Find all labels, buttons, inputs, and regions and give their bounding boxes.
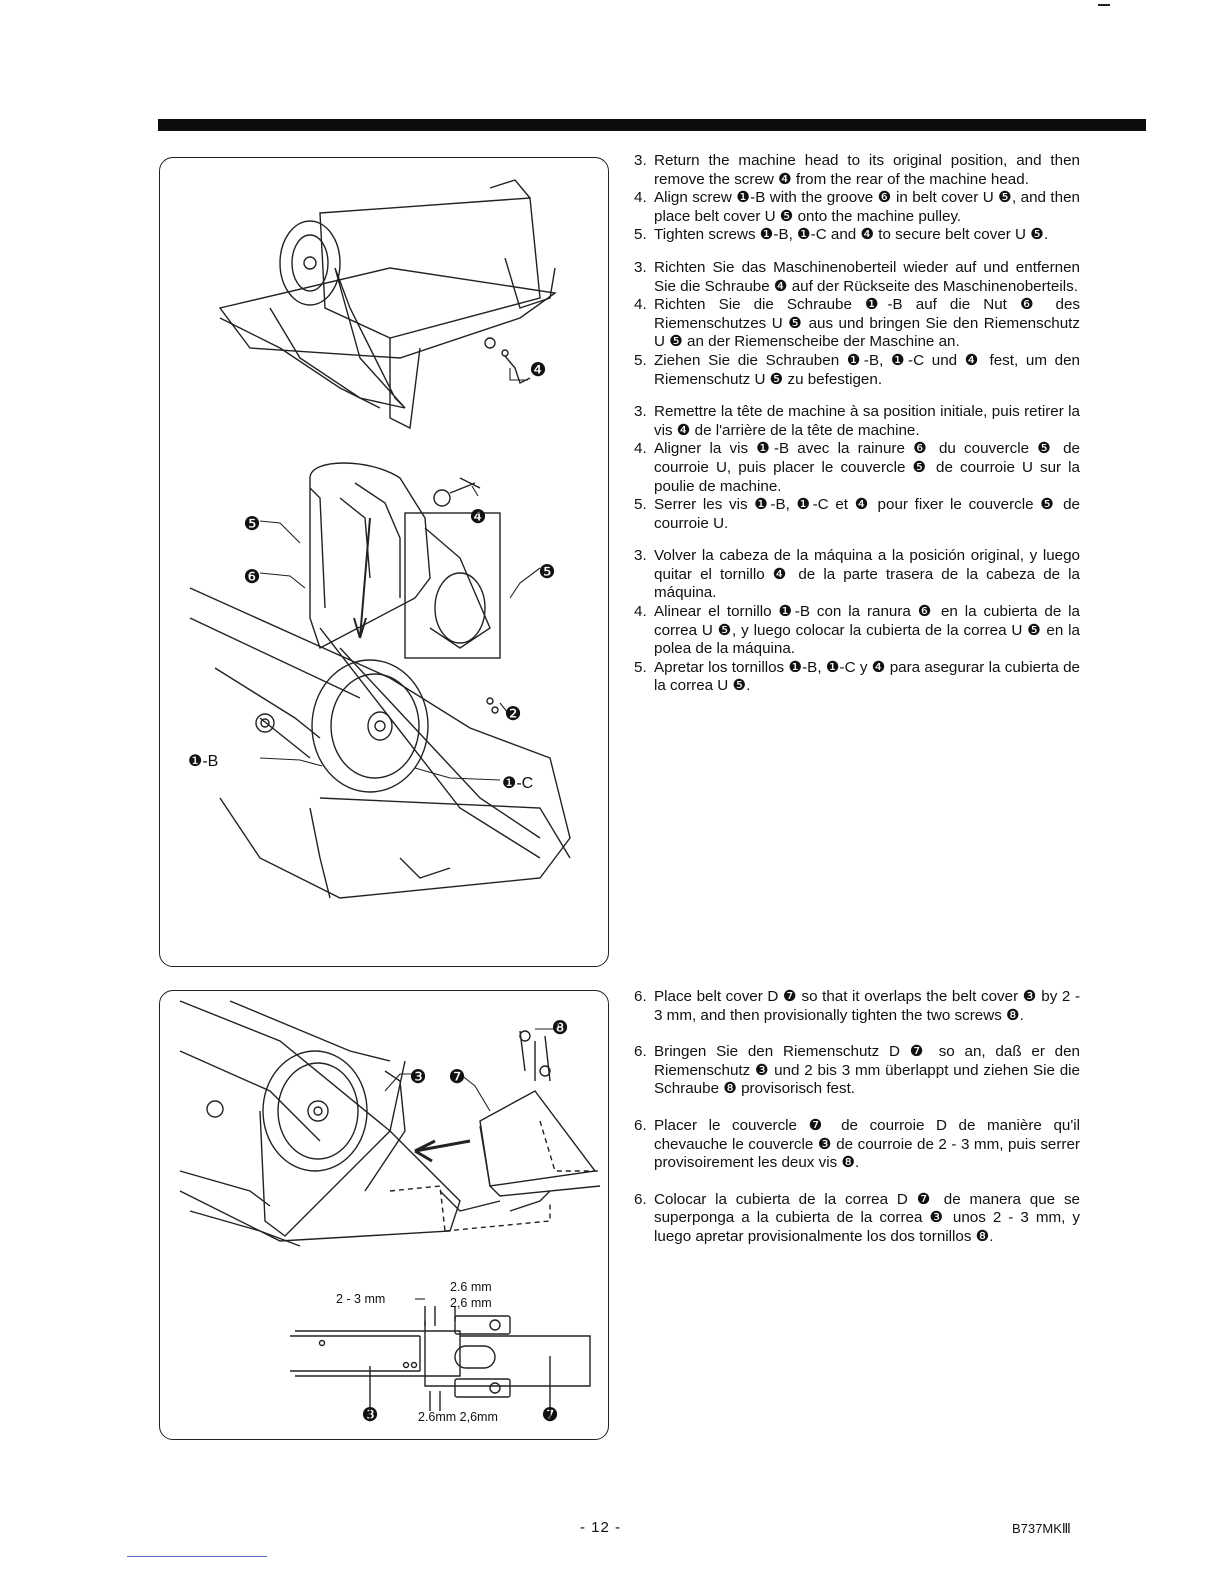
step-en-6: 6.Place belt cover D ❼ so that it overla… [634,988,1080,1025]
step-es-3: 3.Volver la cabeza de la máquina a la po… [634,547,1080,602]
dimension-top-intl: 2,6 mm [450,1296,492,1310]
dimension-top-en: 2.6 mm [450,1280,492,1294]
callout-screw-8: ❽ [551,1018,568,1039]
figure-2-illustration: ❽ ❸ ❼ ❸ ❼ 2 - 3 mm 2.6 mm 2,6 mm 2.6mm 2… [179,1000,601,1426]
step-de-5: 5.Ziehen Sie die Schrauben ❶-B, ❶-C und … [634,351,1080,388]
step-de-6-item: 6.Bringen Sie den Riemenschutz D ❼ so an… [634,1043,1080,1098]
top-corner-mark [1098,4,1110,6]
step-fr-6: 6.Placer le couvercle ❼ de courroie D de… [634,1117,1080,1173]
figure-1-illustration: ❹ ❺ ❹ ❻ ❺ ❷ ❶-B ❶-C [188,179,571,899]
header-rule [158,119,1146,131]
model-name: B737MKⅢ [1012,1521,1071,1536]
callout-belt-cover-7-detail: ❼ [541,1405,558,1426]
bottom-rule [127,1556,267,1557]
steps-spanish: 3.Volver la cabeza de la máquina a la po… [634,547,1080,696]
step-en-5: 5.Tighten screws ❶-B, ❶-C and ❹ to secur… [634,226,1049,244]
figure-belt-cover-u: ❹ ❺ ❹ ❻ ❺ ❷ ❶-B ❶-C [159,157,609,967]
page-number: - 12 - [580,1519,622,1536]
callout-detail-2: ❷ [504,704,521,725]
step-fr-4: 4.Aligner la vis ❶-B avec la rainure ❻ d… [634,440,1080,495]
step-fr-6-item: 6.Placer le couvercle ❼ de courroie D de… [634,1116,1080,1172]
callout-groove-6: ❻ [243,567,260,588]
callout-screw-1c: ❶-C [502,775,533,792]
callout-screw-1b: ❶-B [188,753,218,770]
callout-screw-4-detail: ❹ [469,507,486,528]
instructions-step-6: 6.Place belt cover D ❼ so that it overla… [634,988,1080,1265]
callout-belt-cover-u-5: ❺ [243,514,260,535]
dimension-overlap: 2 - 3 mm [336,1292,385,1306]
step-en-3: 3.Return the machine head to its origina… [634,152,1080,188]
step-es-4: 4.Alinear el tornillo ❶-B con la ranura … [634,603,1080,658]
callout-belt-cover-3: ❸ [409,1067,426,1088]
step-fr-5: 5.Serrer les vis ❶-B, ❶-C et ❹ pour fixe… [634,496,1080,532]
step-fr-3: 3.Remettre la tête de machine à sa posit… [634,403,1080,439]
step-de-3: 3.Richten Sie das Maschinenoberteil wied… [634,258,1080,295]
steps-german: 3.Richten Sie das Maschinenoberteil wied… [634,259,1080,389]
step-es-6-item: 6.Colocar la cubierta de la correa D ❼ d… [634,1190,1080,1245]
step-es-5: 5.Apretar los tornillos ❶-B, ❶-C y ❹ par… [634,658,1080,695]
instructions-steps-3-5: 3.Return the machine head to its origina… [634,152,1080,710]
step-de-6: 6.Bringen Sie den Riemenschutz D ❼ so an… [634,1043,1080,1099]
steps-french: 3.Remettre la tête de machine à sa posit… [634,403,1080,533]
callout-belt-cover-3-detail: ❸ [361,1405,378,1426]
step-en-4: 4.Align screw ❶-B with the groove ❻ in b… [634,189,1080,225]
callout-detail-5: ❺ [538,562,555,583]
step-en-6-item: 6.Place belt cover D ❼ so that it overla… [634,988,1080,1024]
callout-screw-4: ❹ [529,360,546,381]
step-es-6: 6.Colocar la cubierta de la correa D ❼ d… [634,1191,1080,1247]
steps-english: 3.Return the machine head to its origina… [634,152,1080,245]
dimension-bottom: 2.6mm 2,6mm [418,1410,498,1424]
figure-belt-cover-d: ❽ ❸ ❼ ❸ ❼ 2 - 3 mm 2.6 mm 2,6 mm 2.6mm 2… [159,990,609,1440]
step-de-4: 4.Richten Sie die Schraube ❶-B auf die N… [634,296,1080,351]
callout-belt-cover-d-7: ❼ [448,1067,465,1088]
